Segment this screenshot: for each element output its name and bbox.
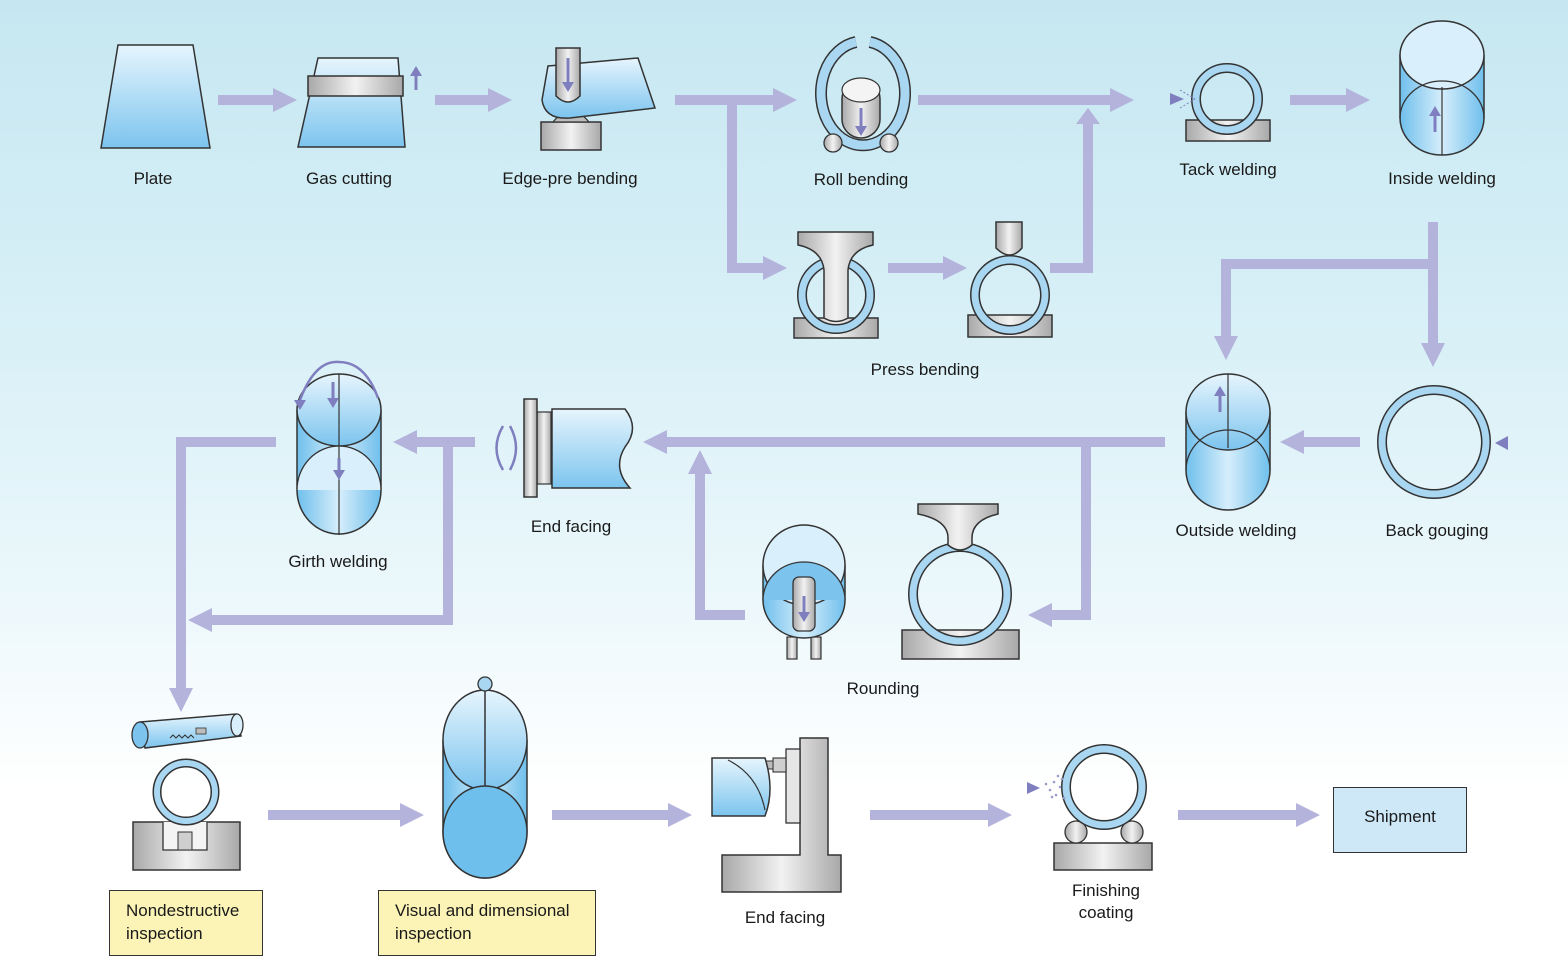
inside-welding-icon [1399, 20, 1485, 156]
visual-line2: inspection [395, 924, 472, 943]
label-outside-welding: Outside welding [1175, 521, 1297, 540]
arrow-girth-to-nde [168, 437, 276, 713]
back-gouging-icon [1377, 385, 1508, 499]
visual-inspection-box: Visual and dimensional inspection [378, 890, 596, 956]
gas-cutting-icon [297, 57, 422, 148]
label-press-bending: Press bending [870, 360, 980, 379]
rounding-icon-2 [901, 503, 1020, 660]
end-facing-icon-2 [711, 737, 842, 893]
arrow-rounding-return [687, 449, 745, 620]
nde-line2: inspection [126, 924, 203, 943]
label-inside-welding: Inside welding [1388, 169, 1496, 188]
rounding-icon-1 [762, 524, 846, 660]
nondestructive-inspection-box: Nondestructive inspection [109, 890, 263, 956]
nondestructive-inspection-icon [131, 713, 244, 871]
outside-welding-icon [1185, 373, 1271, 511]
plate-icon [100, 44, 211, 149]
edge-pre-bending-icon [540, 47, 657, 151]
label-back-gouging: Back gouging [1385, 521, 1489, 540]
press-bending-icon-2 [967, 221, 1053, 338]
arrow-girth-loop [187, 442, 453, 633]
visual-inspection-icon [442, 676, 528, 879]
arrow-join-head [1076, 108, 1100, 124]
flow-arrows [168, 87, 1446, 828]
label-edge-pre-bending: Edge-pre bending [502, 169, 638, 188]
tack-welding-icon [1170, 63, 1271, 142]
arrow-press-to-join [1050, 120, 1093, 273]
label-end-facing-1: End facing [530, 517, 612, 536]
label-plate: Plate [133, 169, 173, 188]
label-girth-welding: Girth welding [288, 552, 388, 571]
label-end-facing-2: End facing [744, 908, 826, 927]
label-finishing-line1: Finishing [1071, 881, 1141, 900]
press-bending-icon-1 [793, 231, 879, 339]
arrow-inside-split [1213, 222, 1438, 361]
label-roll-bending: Roll bending [813, 170, 909, 189]
label-finishing-coating: Finishing coating [1072, 880, 1140, 924]
label-rounding: Rounding [846, 679, 920, 698]
end-facing-icon-1 [495, 398, 634, 498]
nde-line1: Nondestructive [126, 901, 240, 920]
label-finishing-line2: coating [1078, 903, 1134, 922]
arrow-to-rounding [1027, 442, 1091, 628]
girth-welding-icon [294, 360, 382, 535]
finishing-coating-icon [1027, 744, 1153, 871]
arrow-edge-to-press [727, 100, 788, 281]
shipment-box: Shipment [1333, 787, 1467, 853]
label-tack-welding: Tack welding [1179, 160, 1277, 179]
visual-line1: Visual and dimensional [395, 901, 570, 920]
roll-bending-icon [815, 36, 911, 153]
label-gas-cutting: Gas cutting [306, 169, 392, 188]
